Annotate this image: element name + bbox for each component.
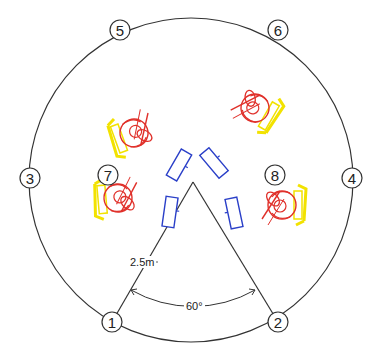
position-number: 6 xyxy=(267,19,289,41)
position-number: 1 xyxy=(101,311,123,333)
musician xyxy=(92,176,139,220)
position-number: 4 xyxy=(341,167,363,189)
position-number: 2 xyxy=(267,311,289,333)
musician xyxy=(228,81,286,138)
distance-line xyxy=(112,182,193,322)
position-number: 3 xyxy=(19,167,41,189)
arc-arrowhead xyxy=(131,289,255,295)
callout-number: 8 xyxy=(271,168,279,183)
callout-number: 2 xyxy=(274,315,282,330)
position-number: 5 xyxy=(109,19,131,41)
callout-number: 6 xyxy=(274,23,282,38)
distance-line xyxy=(193,182,278,322)
position-number: 8 xyxy=(264,164,286,186)
musician xyxy=(262,185,306,225)
music-stand xyxy=(222,197,243,229)
music-stand xyxy=(166,149,194,182)
callout-number: 4 xyxy=(348,171,356,186)
music-stand xyxy=(200,146,231,179)
angle-label: 60° xyxy=(184,300,205,312)
stage-circle xyxy=(29,18,353,342)
callout-number: 3 xyxy=(26,171,34,186)
musician xyxy=(105,107,160,160)
position-number: 7 xyxy=(97,164,119,186)
callout-number: 7 xyxy=(104,168,112,183)
callout-number: 5 xyxy=(116,23,124,38)
dimension-label: 2.5m xyxy=(128,256,156,268)
callout-number: 1 xyxy=(108,315,116,330)
music-stand xyxy=(162,196,181,228)
